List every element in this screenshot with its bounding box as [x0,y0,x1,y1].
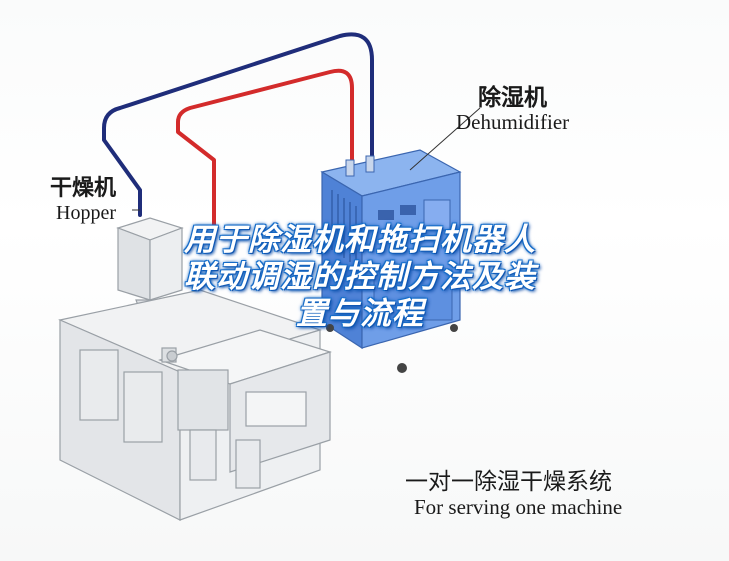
injection-machine [58,217,332,521]
red-pipe [176,68,354,242]
system-caption-en: For serving one machine [414,495,623,519]
dehumidifier-leader [409,107,481,171]
dehumidifier-label-en: Dehumidifier [456,110,570,134]
blue-pipe [102,32,374,217]
overlay-title-line-3: 置与流程 [296,296,424,332]
hopper-label-cn: 干燥机 [50,176,117,201]
dehumidifier-unit [320,149,462,373]
overlay-title-line-2: 联动调湿的控制方法及装 [184,259,536,295]
system-caption-cn: 一对一除湿干燥系统 [405,469,612,495]
overlay-title-line-1: 用于除湿机和拖扫机器人 [184,222,536,258]
dehumidifier-label-cn: 除湿机 [478,85,547,111]
hopper-label-en: Hopper [56,202,116,224]
overlay-title: 用于除湿机和拖扫机器人 联动调湿的控制方法及装 置与流程 [100,222,620,333]
